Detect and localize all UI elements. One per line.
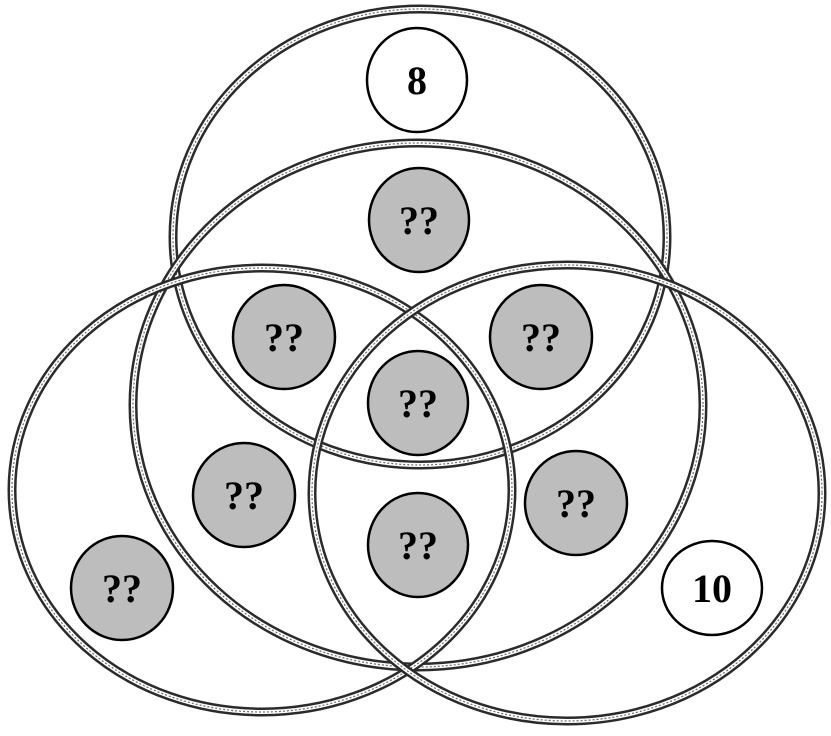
ring-right-stroke <box>311 264 823 722</box>
node-top-left-middle-bubble <box>231 283 337 391</box>
node-left-only: ?? <box>69 534 175 642</box>
node-center: ?? <box>366 349 470 457</box>
node-center-bubble <box>366 349 470 457</box>
node-top-only: 8 <box>365 26 469 134</box>
node-left-middle: ?? <box>191 441 297 549</box>
ring-left-stroke <box>11 267 513 713</box>
node-right-only-label: 10 <box>692 566 732 611</box>
node-left-only-label: ?? <box>102 566 142 611</box>
node-right-only-bubble <box>660 539 764 637</box>
node-top-only-label: 8 <box>407 58 427 103</box>
node-right-middle-bubble <box>523 449 629 557</box>
node-center-label: ?? <box>398 381 438 426</box>
node-left-right-middle-label: ?? <box>398 523 438 568</box>
node-top-right-middle-bubble <box>488 283 594 391</box>
node-top-left-middle: ?? <box>231 283 337 391</box>
ring-top <box>168 4 672 470</box>
node-top-middle: ?? <box>367 166 471 274</box>
ring-right <box>307 260 827 726</box>
node-left-only-bubble <box>69 534 175 642</box>
node-top-middle-bubble <box>367 166 471 274</box>
node-right-middle-label: ?? <box>556 481 596 526</box>
node-top-left-middle-label: ?? <box>264 315 304 360</box>
node-left-right-middle: ?? <box>366 491 470 599</box>
ring-top-stroke <box>172 8 668 466</box>
node-right-middle: ?? <box>523 449 629 557</box>
venn-nodes: 8???????????????? 10 <box>69 26 764 642</box>
node-left-middle-bubble <box>191 441 297 549</box>
node-top-only-bubble <box>365 26 469 134</box>
venn-rings <box>7 4 827 726</box>
node-right-only: 10 <box>660 539 764 637</box>
node-left-right-middle-bubble <box>366 491 470 599</box>
node-top-middle-label: ?? <box>399 198 439 243</box>
ring-left <box>7 263 517 717</box>
node-top-right-middle: ?? <box>488 283 594 391</box>
node-left-middle-label: ?? <box>224 473 264 518</box>
node-top-right-middle-label: ?? <box>521 315 561 360</box>
